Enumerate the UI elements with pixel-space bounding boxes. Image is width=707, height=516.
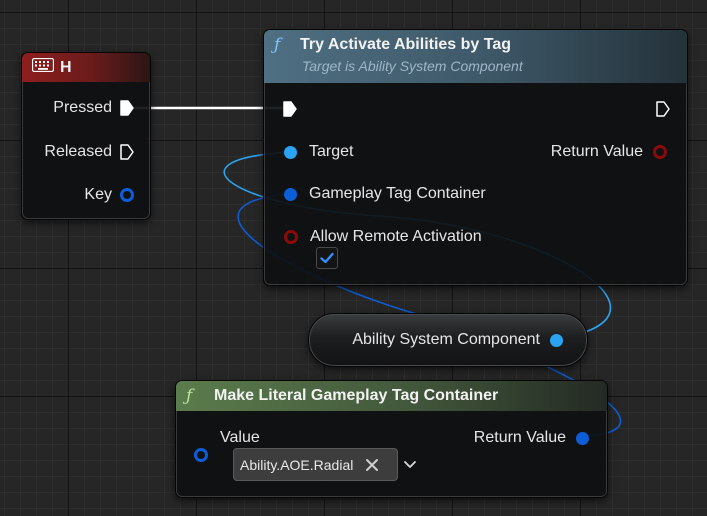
key-event-header[interactable]: H	[22, 53, 150, 82]
gameplay-tag-chip[interactable]: Ability.AOE.Radial	[233, 448, 398, 481]
tag-container-struct-pin-icon[interactable]	[284, 187, 297, 201]
make-literal-header[interactable]: ƒ Make Literal Gameplay Tag Container	[176, 381, 607, 411]
target-object-pin-icon[interactable]	[284, 145, 297, 159]
return-value-pin-row[interactable]: Return Value	[551, 143, 667, 161]
try-activate-title: Try Activate Abilities by Tag	[300, 36, 512, 53]
make-literal-tag-container-node[interactable]: ƒ Make Literal Gameplay Tag Container Va…	[175, 380, 608, 498]
pressed-label: Pressed	[53, 99, 112, 116]
make-literal-return-label: Return Value	[473, 429, 566, 446]
key-event-node[interactable]: H Pressed Released Key	[21, 52, 151, 220]
target-pin-row[interactable]: Target	[284, 143, 353, 161]
exec-pin-filled-icon[interactable]	[120, 100, 134, 116]
key-event-title: H	[60, 58, 72, 76]
keyboard-icon	[31, 57, 55, 77]
make-literal-return-pin-row[interactable]: Return Value	[474, 429, 589, 447]
released-label: Released	[44, 143, 112, 160]
exec-pin-empty-icon[interactable]	[120, 144, 134, 160]
try-activate-header[interactable]: ƒ Try Activate Abilities by Tag Target i…	[264, 30, 687, 83]
allow-remote-activation-label: Allow Remote Activation	[310, 228, 482, 245]
try-activate-subtitle: Target is Ability System Component	[302, 58, 523, 74]
gameplay-tag-container-pin-row[interactable]: Gameplay Tag Container	[284, 185, 486, 203]
pressed-pin-row[interactable]: Pressed	[53, 99, 134, 117]
allow-remote-activation-pin-row[interactable]: Allow Remote Activation	[284, 228, 482, 246]
remove-tag-icon[interactable]	[365, 458, 379, 472]
allow-remote-activation-checkbox[interactable]	[316, 247, 338, 269]
try-activate-abilities-node[interactable]: ƒ Try Activate Abilities by Tag Target i…	[263, 29, 688, 286]
chevron-down-icon[interactable]	[403, 460, 417, 470]
asc-object-pin-icon[interactable]	[550, 333, 563, 347]
value-struct-pin-icon[interactable]	[194, 448, 208, 462]
released-pin-row[interactable]: Released	[44, 143, 134, 161]
return-value-label: Return Value	[550, 143, 643, 160]
target-label: Target	[309, 143, 354, 160]
key-struct-pin-icon[interactable]	[120, 188, 134, 202]
return-struct-pin-icon[interactable]	[576, 431, 589, 445]
exec-out-pin-icon[interactable]	[656, 101, 670, 117]
function-icon: ƒ	[186, 386, 193, 406]
return-bool-pin-icon[interactable]	[653, 145, 667, 159]
value-label: Value	[220, 429, 260, 446]
allow-remote-bool-pin-icon[interactable]	[284, 230, 298, 244]
tag-value: Ability.AOE.Radial	[240, 456, 354, 473]
exec-in-pin-icon[interactable]	[283, 101, 297, 117]
gameplay-tag-container-label: Gameplay Tag Container	[309, 185, 486, 202]
function-icon: ƒ	[274, 35, 281, 55]
ability-system-component-label: Ability System Component	[352, 331, 540, 348]
make-literal-title: Make Literal Gameplay Tag Container	[214, 387, 499, 404]
key-label: Key	[84, 186, 112, 203]
checkmark-icon	[320, 252, 334, 264]
ability-system-component-node[interactable]: Ability System Component	[308, 313, 588, 367]
key-pin-row[interactable]: Key	[84, 186, 134, 204]
